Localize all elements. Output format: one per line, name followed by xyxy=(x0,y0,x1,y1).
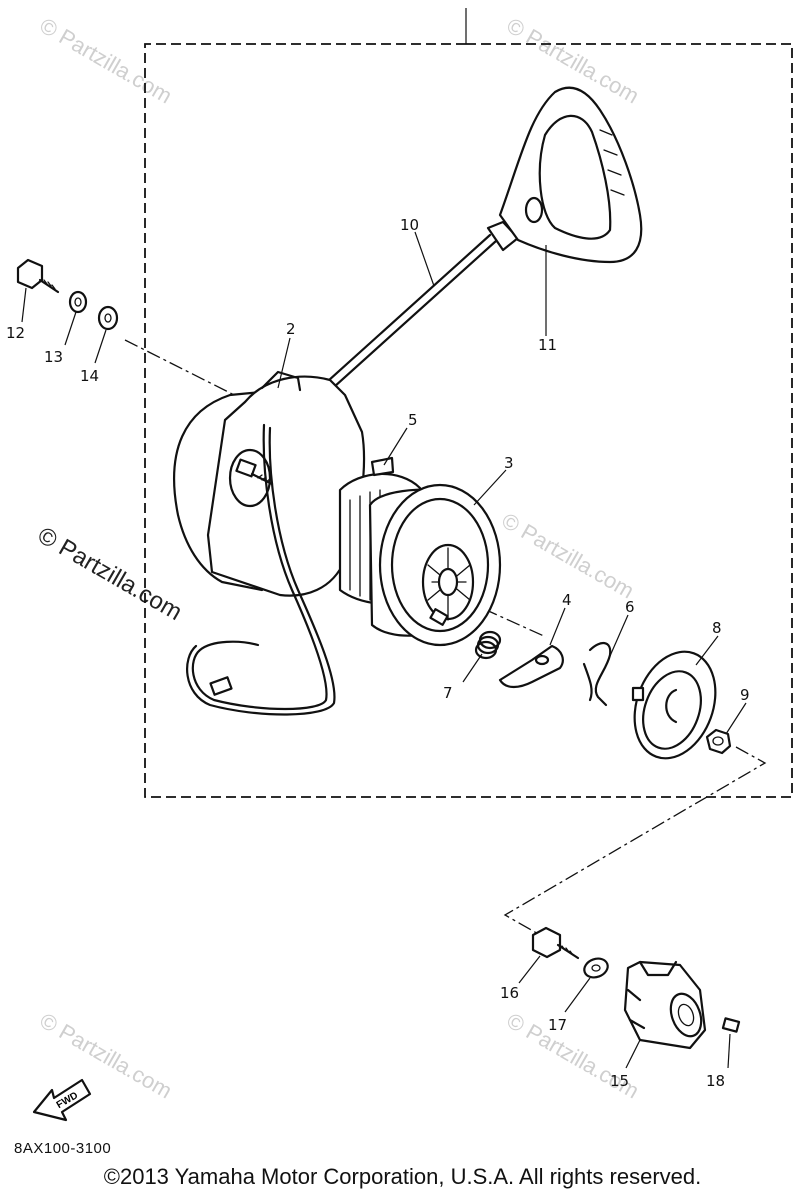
callout-label: 15 xyxy=(610,1072,629,1090)
callout-label: 5 xyxy=(408,411,418,429)
watermark: © Partzilla.com xyxy=(36,1008,177,1104)
case-fasteners xyxy=(16,258,119,331)
callout-label: 10 xyxy=(400,216,419,234)
woodruff-key xyxy=(721,1017,741,1033)
diagram-reference-code: 8AX100-3100 xyxy=(14,1140,112,1157)
forward-arrow-icon: FWD xyxy=(32,1078,92,1122)
callout-label: 11 xyxy=(538,336,557,354)
callout-label: 8 xyxy=(712,619,722,637)
rope-loop xyxy=(186,423,336,716)
callout-label: 4 xyxy=(562,591,572,609)
callout-label: 13 xyxy=(44,348,63,366)
callout-label: 18 xyxy=(706,1072,725,1090)
leader-lines xyxy=(21,231,747,1069)
callouts: 10 11 2 5 3 4 6 8 9 7 12 13 14 16 17 15 … xyxy=(6,216,750,1090)
callout-label: 7 xyxy=(443,684,453,702)
sheave-drum xyxy=(368,483,502,647)
drive-plate xyxy=(631,650,717,760)
callout-label: 9 xyxy=(740,686,750,704)
drive-pawl xyxy=(498,644,564,689)
starter-rope-and-handle xyxy=(316,86,643,398)
callout-label: 17 xyxy=(548,1016,567,1034)
callout-label: 6 xyxy=(625,598,635,616)
nut xyxy=(705,728,732,755)
callout-label: 2 xyxy=(286,320,296,338)
watermark: © Partzilla.com xyxy=(498,508,639,604)
starter-pulley xyxy=(623,960,707,1050)
callout-label: 3 xyxy=(504,454,514,472)
callout-label: 12 xyxy=(6,324,25,342)
watermark: © Partzilla.com xyxy=(36,13,177,109)
friction-spring xyxy=(582,642,612,707)
starter-case xyxy=(173,370,366,597)
ratchet-spring xyxy=(474,630,502,660)
assembly-boundary xyxy=(144,8,793,798)
pulley-fasteners xyxy=(531,926,609,979)
watermark: © Partzilla.com xyxy=(33,522,187,626)
copyright-notice: ©2013 Yamaha Motor Corporation, U.S.A. A… xyxy=(103,1164,702,1189)
callout-label: 16 xyxy=(500,984,519,1002)
callout-label: 14 xyxy=(80,367,99,385)
